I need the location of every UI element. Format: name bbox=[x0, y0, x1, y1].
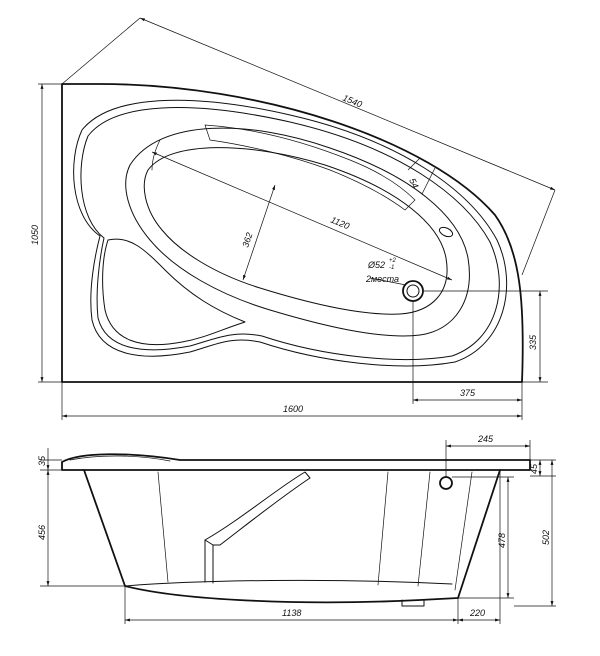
side-view-contour-2 bbox=[377, 471, 389, 586]
top-view-rim-edge bbox=[73, 99, 508, 367]
dim-bottom-offset-label: 220 bbox=[469, 608, 485, 618]
dim-length-label: 1600 bbox=[283, 404, 303, 414]
top-view-bowl bbox=[143, 147, 448, 315]
drain-hole-outer bbox=[402, 280, 424, 302]
dim-outer-height-label: 502 bbox=[541, 530, 551, 545]
side-view-seat-slope bbox=[204, 471, 311, 546]
dim-inner-depth-label: 478 bbox=[497, 533, 507, 548]
top-view-outer-contour bbox=[61, 83, 524, 383]
dim-bottom-length-label: 1138 bbox=[282, 608, 301, 618]
dim-diagonal-ext2 bbox=[521, 189, 556, 276]
side-view-overflow bbox=[439, 476, 453, 490]
side-view-contour-4 bbox=[454, 471, 473, 591]
dim-diagonal-line bbox=[139, 17, 556, 191]
top-view-headrest bbox=[204, 124, 416, 211]
dim-drain-y-label: 335 bbox=[528, 334, 538, 350]
dim-rim-thickness-label: 35 bbox=[37, 455, 47, 466]
side-view-body bbox=[83, 469, 501, 604]
side-view-rim-top-curve bbox=[69, 455, 171, 462]
overflow-hole bbox=[438, 226, 454, 238]
dim-diagonal-ext1 bbox=[61, 17, 141, 85]
dim-drain-x-label: 375 bbox=[460, 388, 476, 398]
top-view-dimensions: 1540 54 1120 362 1050 335 375 1600 Ø52 bbox=[30, 17, 556, 420]
drain-note-label: 2места bbox=[365, 274, 399, 284]
dim-inner-length-line bbox=[151, 151, 453, 281]
dim-top-offset-label: 245 bbox=[477, 434, 494, 444]
dim-total-height-label: 456 bbox=[37, 525, 47, 540]
drain-tolerance-minus: -1 bbox=[389, 265, 394, 271]
dim-inner-width-line bbox=[242, 184, 276, 281]
side-view-bottom bbox=[124, 579, 453, 587]
dim-rim-ext2 bbox=[421, 167, 436, 195]
drain-diameter-label: Ø52 bbox=[367, 260, 385, 270]
dim-inner-width-label: 362 bbox=[240, 231, 254, 248]
top-view bbox=[61, 83, 524, 383]
side-view-contour-3 bbox=[417, 471, 431, 587]
side-view-dimensions: 35 456 245 45 478 502 1138 220 bbox=[37, 434, 556, 624]
top-view-seat-panel bbox=[102, 238, 246, 346]
dim-diagonal-label: 1540 bbox=[341, 93, 363, 110]
side-view-foot bbox=[401, 599, 425, 607]
drain-tolerance-plus: +2 bbox=[389, 258, 397, 264]
dim-rim-right-label: 45 bbox=[529, 463, 539, 474]
dim-height-label: 1050 bbox=[30, 225, 40, 245]
side-view-seat-step bbox=[204, 539, 214, 584]
top-view-rim-edge-inner bbox=[80, 107, 500, 360]
side-view-contour-1 bbox=[157, 471, 169, 583]
drain-leader bbox=[369, 277, 407, 286]
dim-rim-label: 54 bbox=[407, 177, 420, 190]
drain-hole-inner bbox=[406, 284, 420, 298]
